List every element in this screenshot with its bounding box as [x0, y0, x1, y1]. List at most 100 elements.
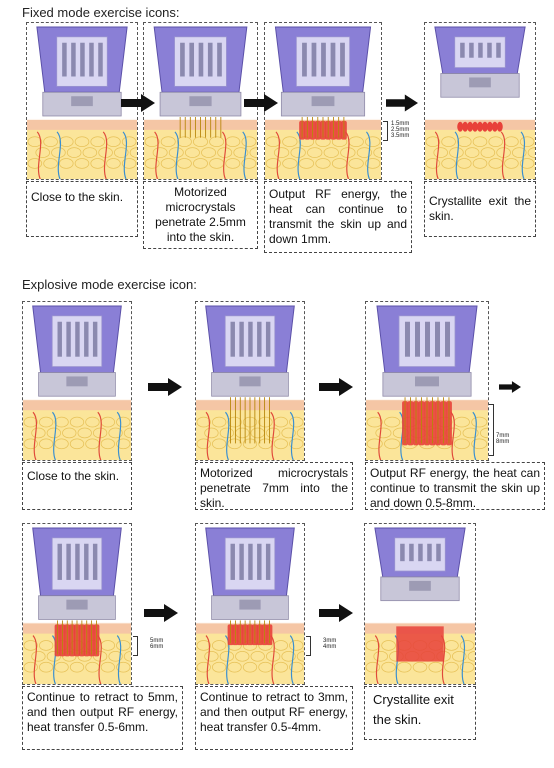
fixed-step-4-illustration [424, 22, 536, 180]
explosive-step-6-caption: Crystallite exit the skin. [364, 686, 476, 740]
depth-label: 5mm [150, 638, 164, 644]
device-slot [98, 42, 103, 77]
fat-cell [31, 427, 46, 439]
fat-cell [457, 136, 472, 148]
device-slot [427, 543, 432, 562]
vessel [154, 131, 159, 179]
vessel [270, 635, 275, 684]
fat-cell [281, 427, 296, 439]
fat-cell [225, 158, 241, 169]
fat-cell [82, 147, 98, 158]
fat-cell [152, 147, 168, 158]
explosive-step-2-illustration [195, 301, 305, 461]
fat-cell [90, 136, 105, 148]
device-slot [311, 42, 317, 77]
fat-cell [100, 438, 115, 450]
fat-cell [381, 661, 396, 673]
fat-cell [212, 416, 227, 428]
device-slot [469, 42, 474, 58]
explosive-arrow-3 [499, 378, 521, 396]
fat-cell [219, 427, 234, 439]
rf-residual-zone [472, 121, 478, 132]
explosive-arrow-1 [147, 378, 183, 396]
fat-cell [193, 158, 208, 169]
vessel [365, 131, 371, 179]
fat-cell [116, 640, 131, 651]
fixed-arrow-2 [244, 94, 278, 112]
epidermis-layer [23, 399, 131, 411]
vessel [102, 131, 108, 179]
vessel [36, 131, 42, 179]
explosive-step-3-bracket [489, 404, 494, 456]
fat-cell [479, 427, 488, 439]
fat-cell [441, 136, 456, 148]
fat-cell [471, 438, 488, 450]
fat-cell [241, 158, 257, 169]
fat-cell [397, 661, 412, 673]
device-slot [89, 42, 94, 77]
fat-cell [290, 147, 306, 158]
fat-cell [296, 650, 304, 662]
fat-cell [39, 438, 54, 450]
fat-cell [265, 136, 281, 148]
fat-cell [39, 640, 54, 651]
depth-label: 8mm [496, 439, 510, 445]
fat-cell [281, 650, 296, 662]
vessel [116, 411, 122, 460]
vessel [221, 131, 227, 179]
vessel [377, 411, 382, 460]
vessel [270, 411, 275, 460]
rf-residual-zone [491, 121, 498, 132]
vessel [51, 411, 57, 460]
fat-cell [488, 136, 503, 148]
device-tip-window [239, 376, 261, 387]
device-slot [478, 42, 483, 58]
fat-cell [366, 416, 383, 428]
fat-cell [457, 158, 472, 169]
fat-cell [123, 650, 131, 662]
device-slot [217, 42, 222, 77]
skin-surface [23, 397, 131, 401]
device-tip-window [66, 599, 88, 610]
fat-cell [472, 136, 488, 148]
vessel [97, 411, 102, 460]
vessel [289, 411, 295, 460]
skin-surface [425, 116, 535, 120]
fat-cell [66, 147, 82, 158]
depth-label: 3mm [323, 638, 337, 644]
vessel [500, 131, 506, 179]
fat-cell [265, 158, 281, 169]
fat-cell [227, 661, 242, 673]
skin-surface [27, 116, 137, 120]
device-slot [404, 321, 410, 357]
fat-cell [219, 650, 234, 662]
vessel [289, 635, 295, 684]
fixed-arrow-3 [386, 94, 418, 112]
vessel [224, 635, 230, 684]
device-tip-window [414, 376, 440, 387]
fat-cell [160, 136, 176, 148]
rf-residual-zone [482, 121, 488, 132]
fat-cell [366, 438, 383, 450]
device-slot [409, 543, 414, 562]
fat-cell [23, 438, 38, 450]
device-tip-window [409, 580, 431, 591]
fat-cell [365, 661, 381, 673]
vessel [460, 635, 466, 684]
fat-cell [348, 158, 364, 169]
fixed-step-4-caption: Crystallite exit the skin. [424, 181, 536, 237]
fat-cell [373, 650, 388, 662]
explosive-mode-heading: Explosive mode exercise icon: [22, 277, 197, 292]
fat-cell [241, 136, 257, 148]
fixed-step-2-illustration [143, 22, 258, 180]
depth-label: 2.5mm [391, 127, 410, 133]
fat-cell [242, 661, 258, 673]
fat-cell [46, 427, 61, 439]
explosive-step-4-caption: Continue to retract to 5mm, and then out… [22, 686, 183, 750]
rf-residual-zone [496, 121, 503, 132]
device-tip-window [239, 599, 261, 610]
fat-cell [452, 650, 467, 662]
depth-label: 7mm [496, 433, 510, 439]
device-slot [496, 42, 501, 58]
explosive-step-4-illustration [22, 523, 132, 685]
